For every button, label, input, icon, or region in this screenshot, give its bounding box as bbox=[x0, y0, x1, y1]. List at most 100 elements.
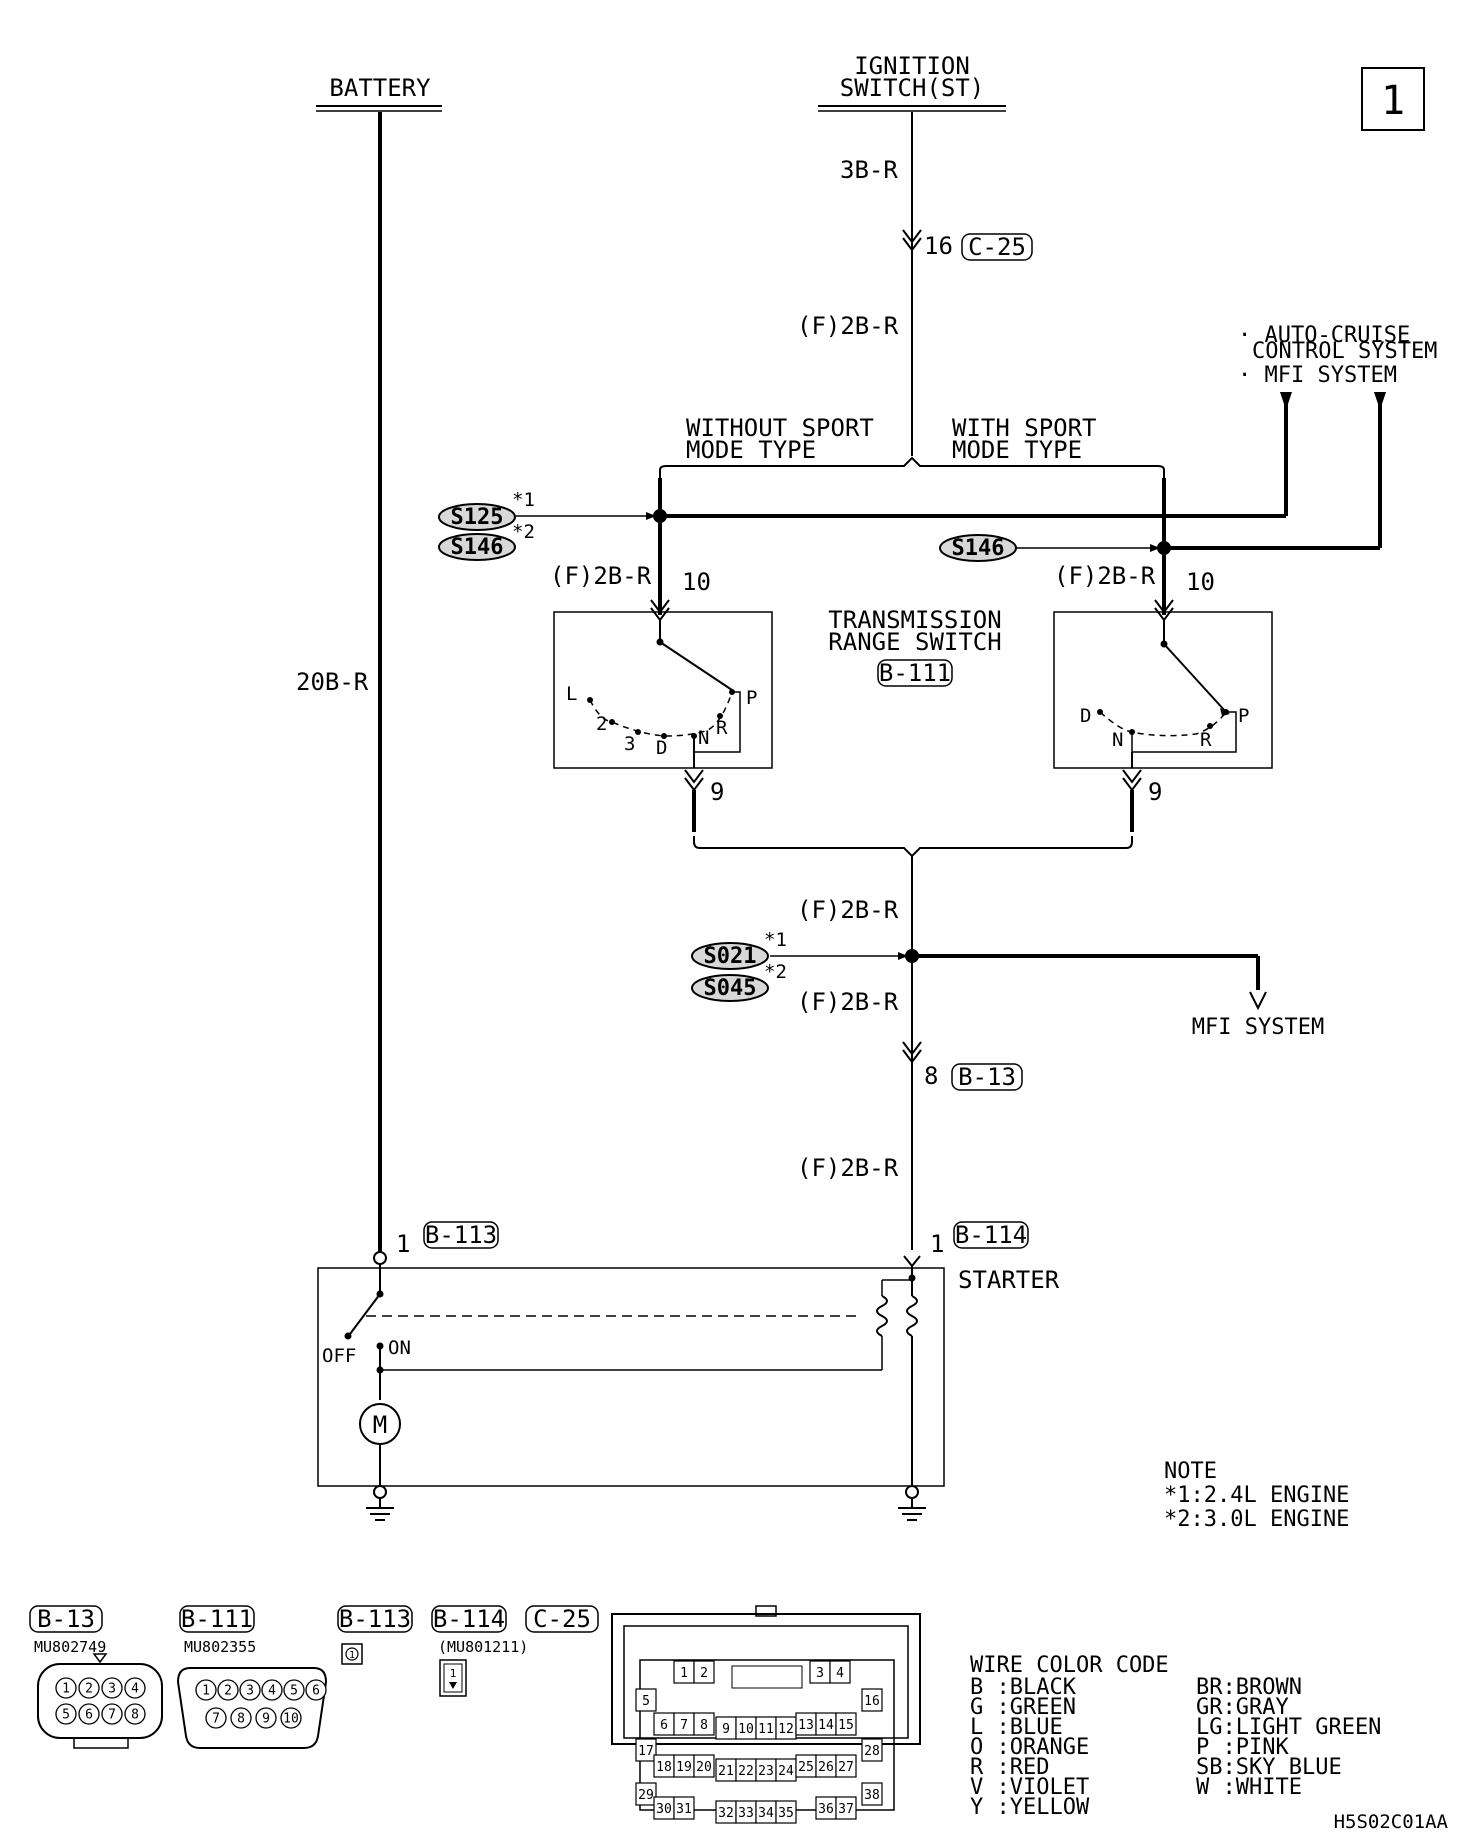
connector-pin-label: 3 bbox=[246, 1684, 254, 1699]
arrow-to-auto-cruise bbox=[1280, 392, 1292, 410]
connector-pin bbox=[230, 1707, 252, 1729]
connector-cavity bbox=[861, 1782, 883, 1806]
auto-cruise-label-1: · AUTO-CRUISE bbox=[1238, 323, 1410, 348]
connector-cavity-label: 6 bbox=[660, 1718, 668, 1733]
connector-c25-tag bbox=[961, 233, 1033, 261]
connector-cavity bbox=[635, 1738, 657, 1762]
mfi-system-top-label: · MFI SYSTEM bbox=[1238, 363, 1397, 388]
splice-s021-oval bbox=[691, 942, 769, 970]
connector-pin bbox=[101, 1703, 123, 1725]
legend-b114-label: B-114 bbox=[433, 1605, 505, 1633]
legend-b113-pin: 1 bbox=[349, 1650, 355, 1661]
connector-pin bbox=[239, 1679, 261, 1701]
connector-cavity-label: 23 bbox=[758, 1764, 774, 1779]
connector-cavity-label: 24 bbox=[778, 1764, 794, 1779]
wire-color-entry: O :ORANGE bbox=[970, 1735, 1089, 1760]
connector-pin-label: 10 bbox=[283, 1712, 299, 1727]
legend-b114-part: (MU801211) bbox=[438, 1638, 528, 1656]
connector-pin bbox=[195, 1679, 217, 1701]
connector-arrow bbox=[902, 229, 922, 244]
trs-left-pos-R: R bbox=[716, 717, 728, 739]
type-brace-bottom bbox=[693, 836, 1133, 858]
wire-color-code-title: WIRE COLOR CODE bbox=[970, 1653, 1169, 1678]
connector-cavity-label: 37 bbox=[838, 1802, 854, 1817]
connector-cavity-label: 17 bbox=[638, 1744, 654, 1759]
legend-b114-pin: 1 bbox=[450, 1667, 457, 1680]
ignition-label-1: IGNITION bbox=[854, 52, 970, 80]
connector-pin bbox=[124, 1677, 146, 1699]
connector-cavity-label: 32 bbox=[718, 1806, 734, 1821]
connector-pin-label: 2 bbox=[224, 1684, 232, 1699]
connector-cavity bbox=[829, 1660, 851, 1684]
connector-cavity-label: 36 bbox=[818, 1802, 834, 1817]
legend-b113-label: B-113 bbox=[339, 1605, 411, 1633]
pin-10-left: 10 bbox=[682, 568, 711, 596]
wire-label-f2br-4: (F)2B-R bbox=[797, 1154, 899, 1182]
starter-motor-label: M bbox=[373, 1411, 387, 1439]
wire-color-entry: R :RED bbox=[970, 1755, 1049, 1780]
connector-cavity-label: 4 bbox=[836, 1666, 844, 1681]
trs-left-pos-L: L bbox=[566, 683, 577, 705]
connector-cavity-label: 33 bbox=[738, 1806, 754, 1821]
connector-cavity bbox=[775, 1800, 797, 1824]
legend-b111-part: MU802355 bbox=[184, 1638, 256, 1656]
connector-cavity-label: 38 bbox=[864, 1788, 880, 1803]
wire-color-entry: G :GREEN bbox=[970, 1695, 1076, 1720]
legend-c25-label: C-25 bbox=[533, 1605, 591, 1633]
wire-color-entry: W :WHITE bbox=[1196, 1775, 1302, 1800]
connector-b113-face bbox=[341, 1643, 363, 1665]
connector-cavity-label: 10 bbox=[738, 1722, 754, 1737]
splice-s146-right-label: S146 bbox=[952, 536, 1005, 561]
connector-cavity-label: 5 bbox=[642, 1694, 650, 1709]
connector-cavity-label: 29 bbox=[638, 1788, 654, 1803]
connector-cavity bbox=[673, 1796, 695, 1820]
wire-color-entry: P :PINK bbox=[1196, 1735, 1289, 1760]
connector-pin bbox=[305, 1679, 327, 1701]
splice-s146-left-label: S146 bbox=[451, 535, 504, 560]
wire-color-entry: Y :YELLOW bbox=[970, 1795, 1090, 1820]
trs-right-pos-R: R bbox=[1200, 729, 1212, 751]
splice-s146-left-oval bbox=[438, 533, 516, 561]
connector-b114-face bbox=[439, 1659, 467, 1697]
connector-pin bbox=[101, 1677, 123, 1699]
wire-color-entry: V :VIOLET bbox=[970, 1775, 1089, 1800]
wire-label-f2br-right: (F)2B-R bbox=[1054, 562, 1156, 590]
connector-cavity bbox=[635, 1782, 657, 1806]
star1-label: *1 bbox=[512, 489, 535, 511]
connector-cavity-label: 21 bbox=[718, 1764, 734, 1779]
wire-color-entry: L :BLUE bbox=[970, 1715, 1063, 1740]
connector-b113-label: B-113 bbox=[425, 1221, 497, 1249]
connector-pin bbox=[261, 1679, 283, 1701]
trs-left-contact-arm bbox=[659, 641, 733, 691]
connector-pin bbox=[78, 1703, 100, 1725]
splice-s021-label: S021 bbox=[704, 944, 757, 969]
connector-pin bbox=[283, 1679, 305, 1701]
trs-left-pos-3: 3 bbox=[624, 733, 635, 755]
figure-code: H5S02C01AA bbox=[1334, 1811, 1449, 1833]
auto-cruise-label-2: CONTROL SYSTEM bbox=[1252, 339, 1437, 364]
with-sport-label-1: WITH SPORT bbox=[952, 414, 1097, 442]
connector-cavity-label: 14 bbox=[818, 1718, 834, 1733]
pin-16: 16 bbox=[924, 232, 953, 260]
connector-pin-label: 7 bbox=[212, 1712, 220, 1727]
connector-c25-label: C-25 bbox=[968, 233, 1026, 261]
wire-color-entry: GR:GRAY bbox=[1196, 1695, 1289, 1720]
wire-color-entry: BR:BROWN bbox=[1196, 1675, 1302, 1700]
connector-cavity bbox=[861, 1738, 883, 1762]
pin-1-b113: 1 bbox=[396, 1230, 410, 1258]
trs-left-box bbox=[553, 611, 773, 769]
starter-coil-right bbox=[906, 1295, 918, 1337]
connector-cavity bbox=[693, 1660, 715, 1684]
wire-color-entry: LG:LIGHT GREEN bbox=[1196, 1715, 1381, 1740]
connector-pin bbox=[205, 1707, 227, 1729]
wire-label-f2br-left: (F)2B-R bbox=[550, 562, 652, 590]
pin-9-left: 9 bbox=[710, 778, 724, 806]
wire-label-f2br-3: (F)2B-R bbox=[797, 988, 899, 1016]
connector-pin-label: 5 bbox=[290, 1684, 298, 1699]
splice-s125-oval bbox=[438, 503, 516, 531]
connector-pin-label: 9 bbox=[262, 1712, 270, 1727]
connector-pin-label: 4 bbox=[131, 1682, 139, 1697]
connector-cavity-label: 27 bbox=[838, 1760, 854, 1775]
